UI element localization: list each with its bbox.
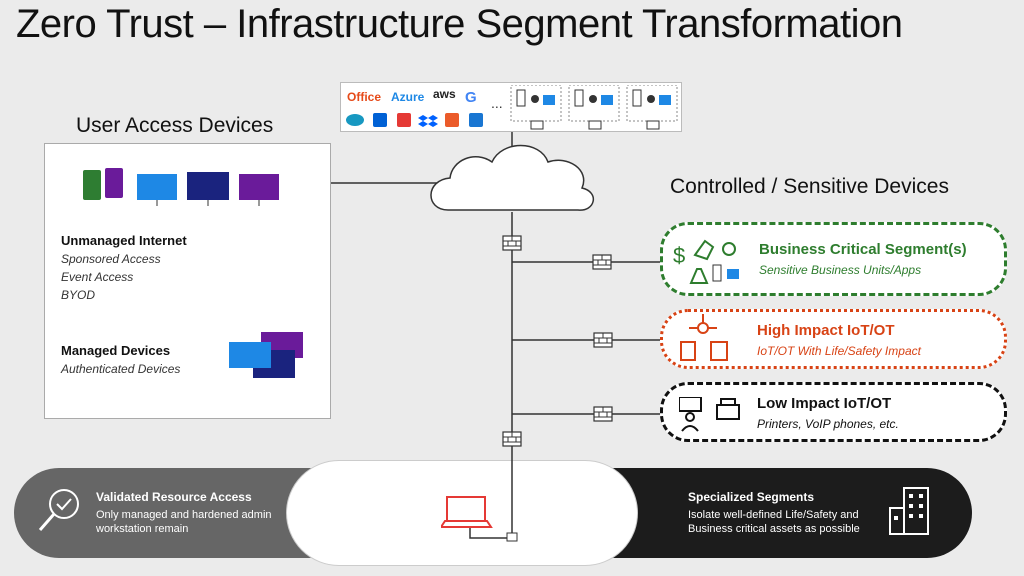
- firewall-icon: [593, 332, 613, 348]
- list-item: BYOD: [61, 288, 96, 302]
- person-icon: [685, 412, 695, 422]
- android-phone-icon: [83, 170, 101, 200]
- google-logo: G: [465, 89, 477, 106]
- low-impact-icons: [679, 397, 740, 432]
- segment-low-impact: Low Impact IoT/OT Printers, VoIP phones,…: [660, 382, 1007, 442]
- segment-title: High Impact IoT/OT: [757, 322, 895, 339]
- admin-workstation-pill: [286, 460, 638, 566]
- user-access-header: User Access Devices: [76, 114, 274, 137]
- windows-icon: [727, 269, 739, 279]
- magnifier-check-icon: [38, 489, 79, 531]
- unmanaged-devices-icons: [83, 168, 279, 206]
- specialized-desc: Isolate well-defined Life/Safety and Bus…: [688, 509, 860, 535]
- apple-phone-icon: [105, 168, 123, 198]
- managed-item: Authenticated Devices: [61, 362, 181, 376]
- validated-title: Validated Resource Access: [96, 490, 252, 504]
- server-group-icon: [510, 85, 562, 130]
- saas-app-icons: [346, 113, 483, 127]
- dropbox-icon: [418, 115, 438, 127]
- azure-logo: Azure: [391, 90, 425, 104]
- cloud-icon: [430, 144, 594, 211]
- validated-desc: Only managed and hardened admin workstat…: [96, 509, 272, 535]
- firewall-icon: [506, 532, 518, 542]
- office-app-icon: [445, 113, 459, 127]
- high-impact-icons: [680, 314, 728, 361]
- office-logo: Office: [347, 90, 382, 104]
- building-icon: [889, 487, 929, 535]
- business-critical-icons: $: [673, 239, 739, 284]
- door-icon: [710, 341, 728, 361]
- firewall-icon: [502, 431, 522, 447]
- app-red-icon: [397, 113, 411, 127]
- segment-subtitle: Sensitive Business Units/Apps: [759, 263, 922, 277]
- user-access-box: Unmanaged Internet Sponsored Access Even…: [44, 143, 331, 419]
- dollar-icon: $: [673, 243, 685, 268]
- segment-title: Low Impact IoT/OT: [757, 395, 892, 412]
- list-item: Event Access: [61, 270, 134, 284]
- firewall-icon: [502, 235, 522, 251]
- cloud-services-strip: Office Azure aws G ...: [340, 82, 682, 132]
- salesforce-icon: [346, 114, 364, 126]
- server-group-icon: [626, 85, 678, 130]
- segment-high-impact: High Impact IoT/OT IoT/OT With Life/Safe…: [660, 309, 1007, 369]
- refresh-icon: [722, 242, 736, 256]
- robot-arm-icon: [693, 239, 715, 261]
- page-title: Zero Trust – Infrastructure Segment Tran…: [16, 2, 903, 46]
- mac-monitor-icon: [239, 174, 279, 206]
- phone-screen-icon: [679, 397, 702, 412]
- specialized-title: Specialized Segments: [688, 490, 815, 504]
- c-app-icon: [469, 113, 483, 127]
- controlled-header: Controlled / Sensitive Devices: [670, 175, 949, 198]
- segment-business-critical: $ Business Critical Segment(s) Sensitive…: [660, 222, 1007, 296]
- server-group-icon: [568, 85, 620, 130]
- aws-logo: aws: [433, 87, 456, 101]
- device-icon: [680, 341, 696, 361]
- unmanaged-title: Unmanaged Internet: [61, 233, 187, 248]
- windows7-monitor-icon: [187, 172, 229, 206]
- windows-monitor-icon: [137, 174, 177, 206]
- laptop-icon: [441, 496, 493, 528]
- server-icon: [712, 264, 722, 282]
- firewall-icon: [592, 254, 612, 270]
- list-item: Sponsored Access: [61, 252, 161, 266]
- flask-icon: [689, 268, 709, 284]
- box-icon: [373, 113, 387, 127]
- segment-subtitle: IoT/OT With Life/Safety Impact: [757, 344, 921, 358]
- unmanaged-list: Sponsored Access Event Access BYOD: [61, 250, 161, 304]
- more-services: ...: [491, 95, 503, 111]
- managed-title: Managed Devices: [61, 343, 171, 358]
- server-groups: [510, 85, 678, 130]
- segment-subtitle: Printers, VoIP phones, etc.: [757, 417, 899, 431]
- segment-title: Business Critical Segment(s): [759, 241, 967, 258]
- windows-monitor-icon: [229, 342, 271, 368]
- firewall-icon: [593, 406, 613, 422]
- managed-devices-icons: [229, 332, 303, 378]
